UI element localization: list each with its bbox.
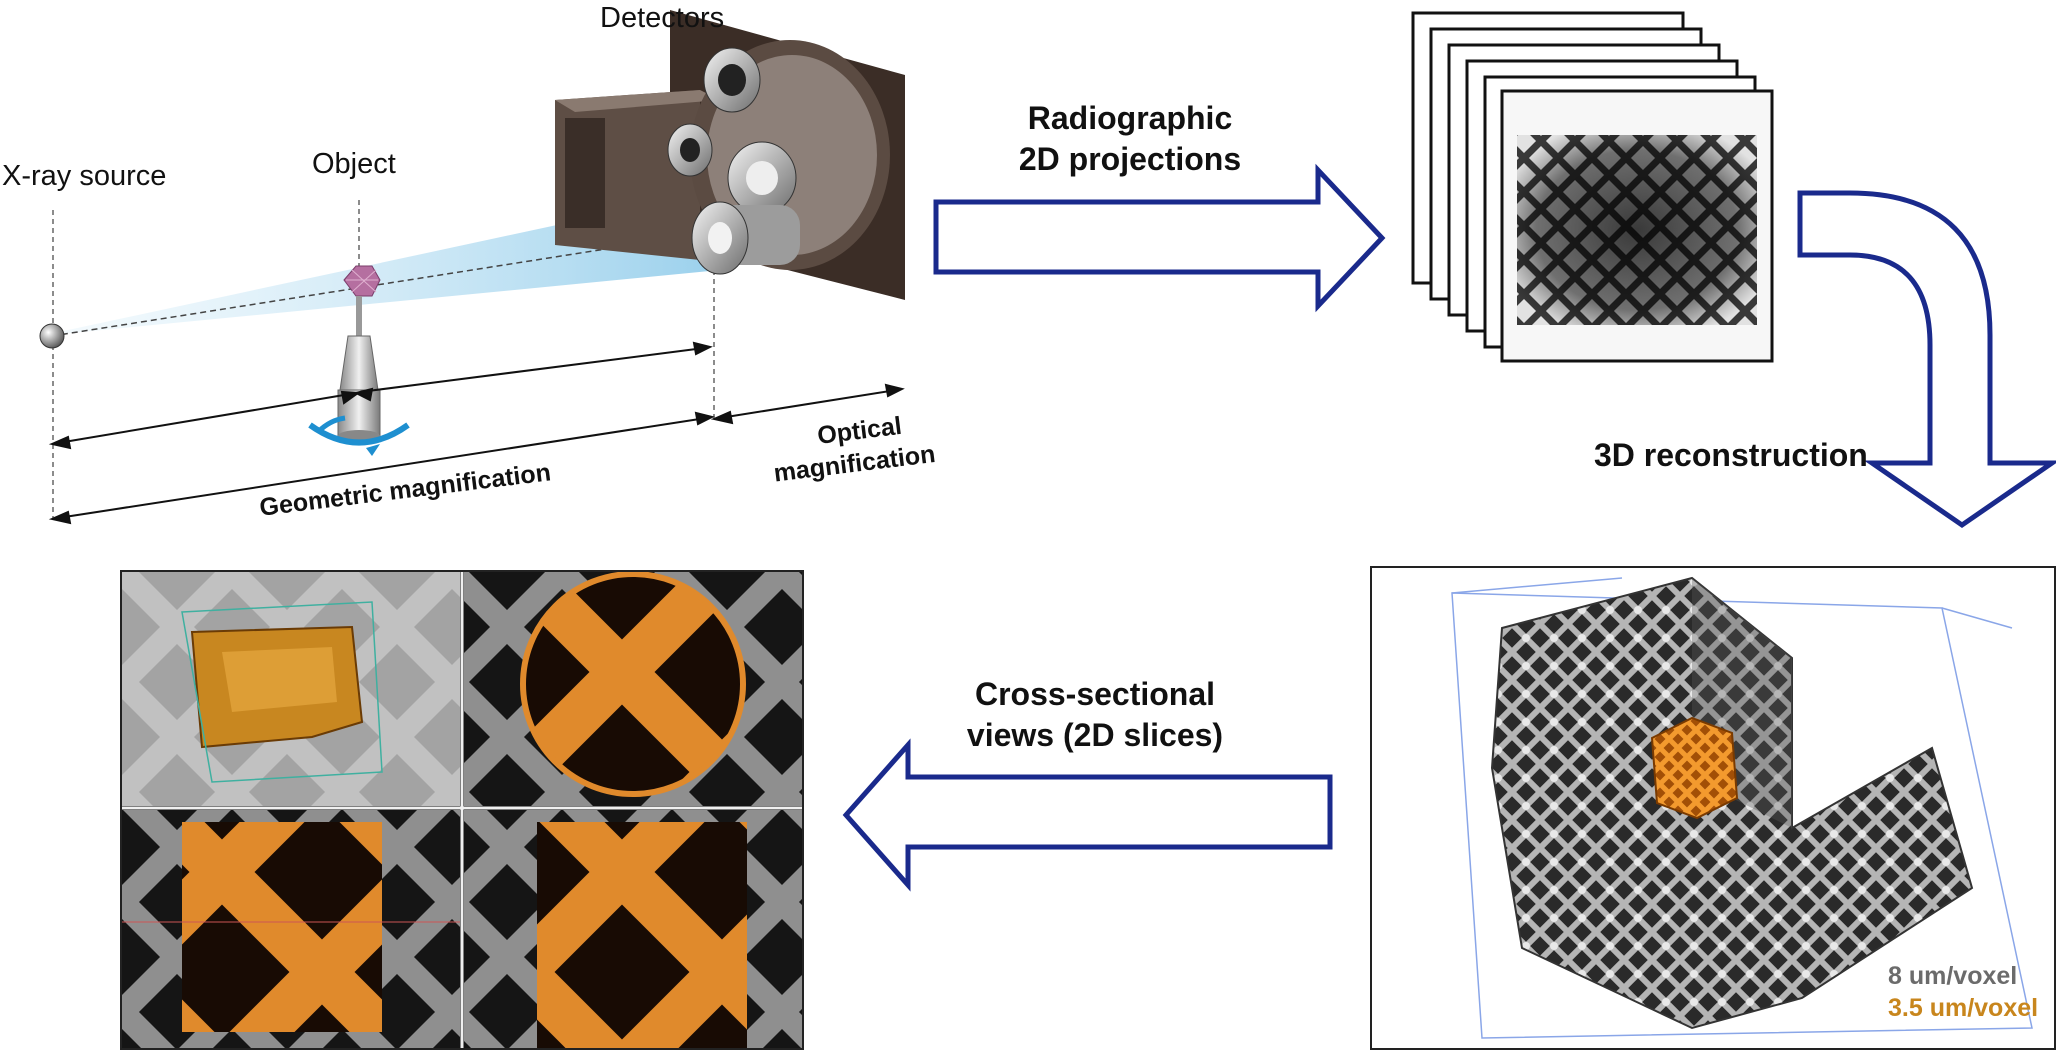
projection-image	[1517, 135, 1757, 325]
legend-item-orange: 3.5 um/voxel	[1888, 994, 2039, 1022]
slices-panel	[120, 570, 804, 1050]
slice-view-xz	[122, 810, 460, 1048]
detector-assembly	[555, 10, 905, 300]
legend-item-grey: 8 um/voxel	[1888, 962, 2018, 990]
xray-setup-illustration	[39, 10, 905, 525]
xray-beam	[40, 190, 720, 336]
arrow-to-projections	[933, 163, 1386, 313]
projections-label-line2: 2D projections	[1018, 141, 1242, 177]
distance-arrows	[48, 341, 905, 525]
slice-view-yz	[464, 810, 802, 1048]
arrow-to-reconstruction	[1797, 190, 2056, 529]
orange-lattice-roi	[1650, 716, 1739, 820]
slice-views	[122, 572, 802, 1048]
sample-stage	[308, 296, 410, 456]
bounding-box	[1451, 577, 2033, 1039]
xray-source-sphere	[39, 323, 65, 349]
arrow-to-slices	[842, 738, 1333, 892]
object-label: Object	[312, 148, 396, 180]
slice-view-3d	[122, 572, 460, 806]
xray-source-label: X-ray source	[2, 160, 167, 192]
detectors-label: Detectors	[600, 2, 725, 34]
projections-label-line1: Radiographic	[1027, 100, 1233, 136]
cross-section-label-line2: views (2D slices)	[966, 717, 1224, 753]
reconstruction-label: 3D reconstruction	[1594, 437, 1868, 473]
grey-lattice-volume	[1490, 576, 1974, 1030]
projections-label: Radiographic 2D projections	[1010, 98, 1250, 180]
reconstruction-panel	[1370, 566, 2056, 1050]
reconstruction-volume	[1451, 576, 2033, 1039]
cross-section-label: Cross-sectional views (2D slices)	[945, 674, 1245, 756]
slice-view-xy	[464, 572, 802, 806]
projection-stack	[1411, 11, 1774, 363]
cross-section-label-line1: Cross-sectional	[974, 676, 1216, 712]
